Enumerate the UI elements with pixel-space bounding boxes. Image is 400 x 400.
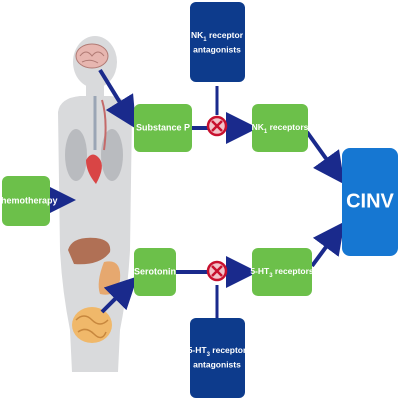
node-ht3-receptors: 5-HT3 receptors (250, 248, 314, 296)
arrow-gut-to-serotonin (100, 276, 138, 314)
node-nk1-antagonists: NK1 receptor antagonists (190, 2, 245, 82)
arrow-nk1-to-cinv (305, 130, 345, 185)
node-substance-p: Substance P (134, 104, 192, 152)
node-nk1-receptors: NK1 receptors (252, 104, 309, 152)
cinv-label: CINV (346, 190, 394, 212)
ht3-antagonists-line1: 5-HT3 receptor (188, 345, 247, 357)
node-ht3-antagonists: 5-HT3 receptor antagonists (188, 318, 247, 398)
serotonin-label: Serotonin (134, 266, 176, 276)
ht3-antagonists-line2: antagonists (193, 359, 241, 369)
arrow-ht3-to-cinv (310, 221, 345, 268)
inhibit-x-icon (206, 115, 228, 137)
node-serotonin: Serotonin (134, 248, 176, 296)
human-body-organs-icon (58, 36, 132, 372)
ht3-receptors-label: 5-HT3 receptors (250, 266, 314, 278)
arrow-brain-to-substance-p (98, 68, 137, 129)
nk1-antagonists-line2: antagonists (193, 44, 241, 54)
node-chemotherapy: Chemotherapy (0, 176, 58, 226)
chemotherapy-label: Chemotherapy (0, 195, 58, 205)
substance-p-label: Substance P (136, 122, 190, 132)
node-cinv: CINV (342, 148, 398, 256)
nk1-receptors-label: NK1 receptors (252, 122, 309, 134)
inhibit-x-icon (206, 260, 228, 282)
pathway-arrows (44, 68, 345, 318)
nk1-antagonists-line1: NK1 receptor (191, 30, 244, 42)
